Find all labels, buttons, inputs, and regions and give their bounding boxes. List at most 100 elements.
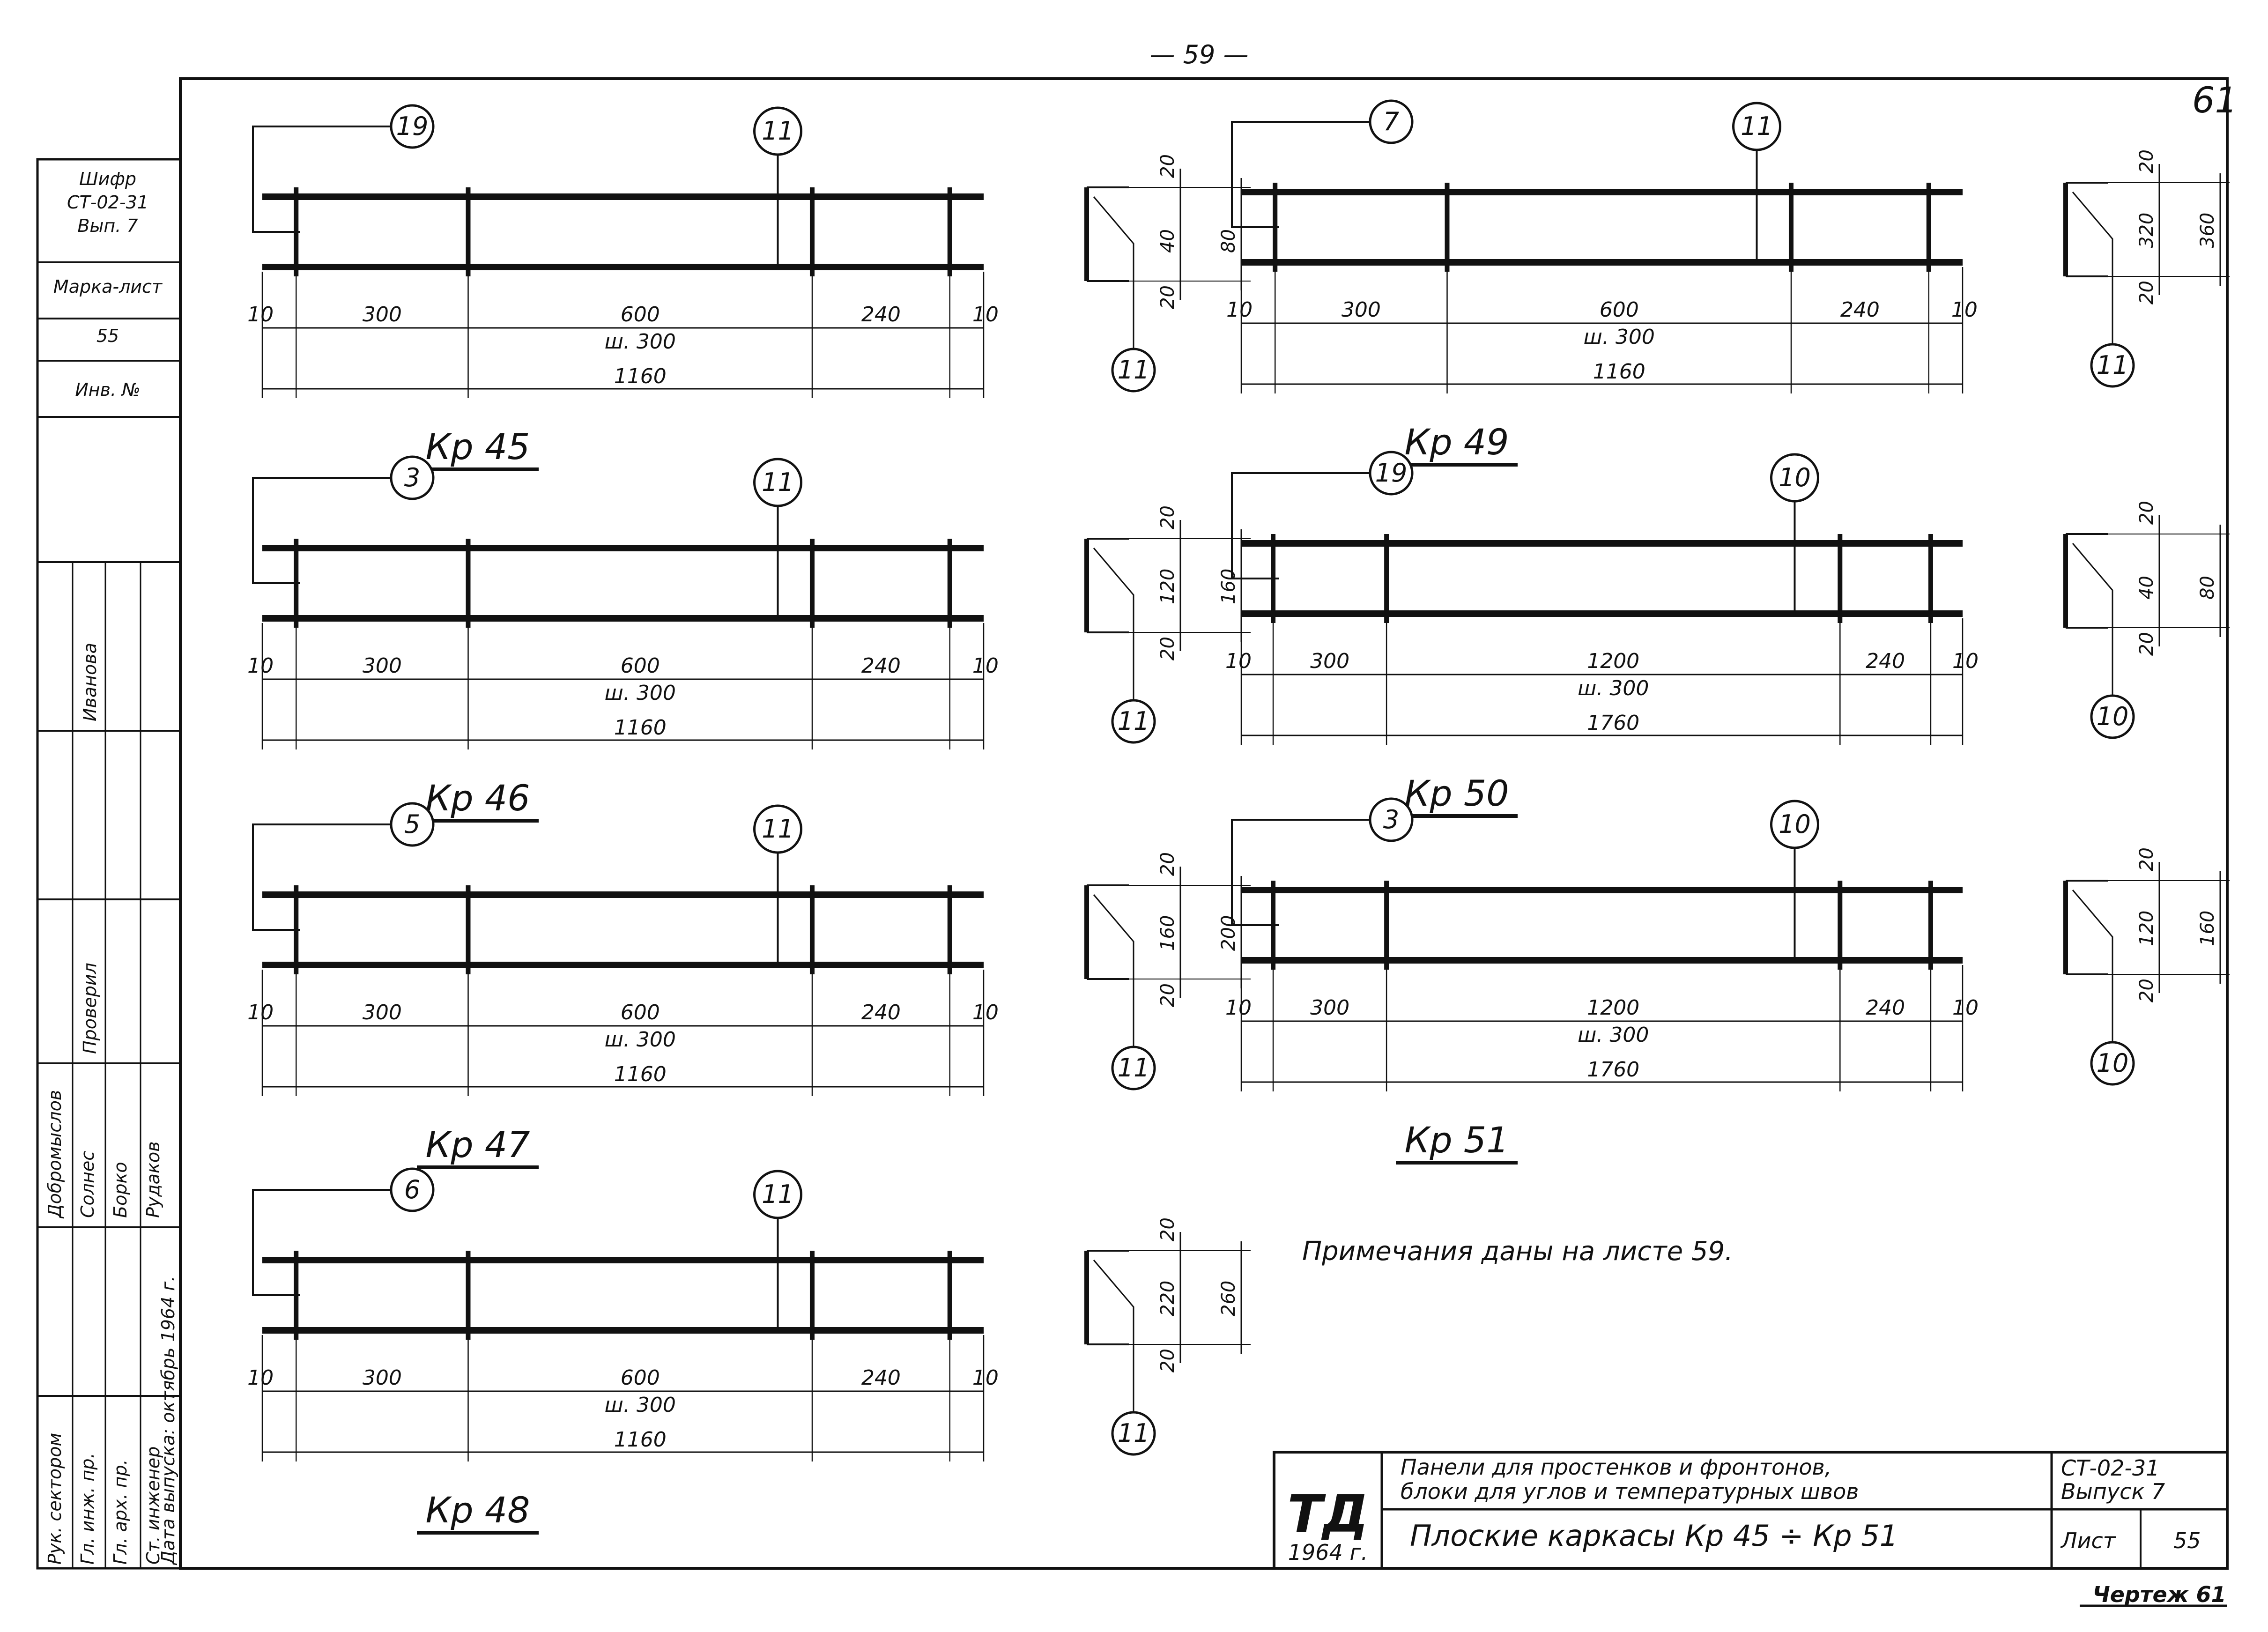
left-leader [252, 1189, 391, 1296]
dim-total: 1160 [614, 716, 667, 740]
handwritten-sheet-number: 61 [2192, 79, 2238, 121]
left-leader [1231, 472, 1370, 579]
mid-callout-number: 11 [762, 1179, 794, 1209]
staff-name-1: Добромыслов [44, 1090, 65, 1219]
left-callout-number: 6 [404, 1175, 420, 1204]
dim-value: 600 [621, 1001, 660, 1024]
dim-step: ш. 300 [605, 330, 676, 354]
mid-callout-number: 11 [762, 116, 794, 146]
dim-step: ш. 300 [1578, 676, 1649, 700]
section-dim-value: 120 [2136, 911, 2157, 946]
left-callout-number: 19 [396, 111, 429, 141]
checked-label: Проверил [80, 963, 100, 1054]
section-callout-circle [1111, 1411, 1156, 1456]
staff-role-2: Гл. инж. пр. [77, 1453, 98, 1565]
section-dim-value: 40 [2136, 576, 2157, 600]
section-dim-value: 40 [1157, 229, 1178, 253]
dim-value: 10 [1225, 996, 1252, 1020]
drawing-name: Плоские каркасы Кр 45 ÷ Кр 51 [1410, 1519, 1898, 1553]
frame-title: Кр 45 [425, 426, 530, 467]
dim-step: ш. 300 [1578, 1023, 1649, 1047]
dim-total: 1160 [1593, 360, 1645, 384]
staff-role-3: Гл. арх. пр. [110, 1459, 131, 1565]
section-total-value: 200 [1218, 915, 1239, 951]
section-total-value: 80 [1218, 229, 1239, 253]
mid-callout-number: 11 [1741, 111, 1773, 141]
dim-value: 1200 [1587, 996, 1639, 1020]
section-dim-value: 120 [1157, 569, 1178, 604]
left-callout-circle [390, 455, 435, 500]
section-callout-number: 11 [1118, 1418, 1150, 1448]
dim-value: 300 [1342, 298, 1381, 322]
frame-title: Кр 48 [425, 1489, 530, 1531]
dim-value: 240 [1866, 996, 1905, 1020]
frame-title: Кр 51 [1404, 1119, 1509, 1161]
mid-callout-number: 11 [762, 467, 794, 497]
note-text: Примечания даны на листе 59. [1302, 1236, 1733, 1267]
mid-callout-number: 10 [1779, 463, 1811, 492]
dim-value: 300 [1310, 996, 1349, 1020]
left-callout-number: 3 [1383, 805, 1399, 834]
section-dim-value: 320 [2136, 213, 2157, 248]
dim-value: 600 [621, 303, 660, 326]
release-date: Дата выпуска: октябрь 1964 г. [158, 1276, 178, 1565]
dim-total: 1760 [1587, 1058, 1639, 1082]
section-callout-circle [1111, 699, 1156, 744]
staff-role-4: Ст. инженер [143, 1447, 163, 1565]
left-callout-circle [390, 1167, 435, 1212]
sheet-number: 55 [2173, 1528, 2201, 1553]
staff-role-1: Рук. сектором [44, 1433, 65, 1565]
section-callout-number: 10 [2097, 702, 2129, 731]
left-callout-number: 5 [404, 809, 420, 839]
dim-value: 240 [1866, 649, 1905, 673]
dim-value: 300 [363, 303, 402, 326]
mid-callout-circle [753, 458, 803, 507]
section-total-value: 160 [2197, 911, 2218, 946]
section-callout-circle [2090, 694, 2135, 739]
section-callout-number: 11 [1118, 706, 1150, 736]
dim-value: 10 [1225, 649, 1252, 673]
dim-value: 10 [972, 1001, 999, 1024]
left-leader [252, 477, 391, 584]
dim-step: ш. 300 [1584, 325, 1655, 349]
title-block: ТД 1964 г. Панели для простенков и фронт… [1273, 1451, 2229, 1607]
section-leader [1093, 1260, 1134, 1415]
section-dim-value: 160 [1157, 915, 1178, 951]
section-dim-value: 20 [2136, 632, 2157, 656]
section-leader [2072, 890, 2113, 1045]
dim-value: 10 [972, 654, 999, 678]
section-callout-number: 11 [2097, 350, 2129, 380]
page-number: — 59 — [1149, 40, 1248, 69]
section-total-value: 260 [1218, 1281, 1239, 1316]
section-total-value: 80 [2197, 576, 2218, 600]
left-callout-circle [390, 802, 435, 847]
dim-total: 1160 [614, 364, 667, 388]
dim-value: 300 [363, 1001, 402, 1024]
executor-name: Иванова [80, 643, 100, 721]
section-total-value: 360 [2197, 213, 2218, 248]
section-total-value: 160 [1218, 569, 1239, 604]
section-dim-value: 20 [1157, 285, 1178, 309]
dim-value: 300 [363, 654, 402, 678]
dim-total: 1160 [614, 1428, 667, 1452]
series-code: СТ-02-31 [2061, 1455, 2159, 1481]
section-dim-value: 20 [1157, 154, 1178, 178]
frame-title: Кр 46 [425, 777, 530, 819]
section-dim-value: 20 [1157, 1217, 1178, 1241]
section-leader [1093, 548, 1134, 703]
dim-step: ш. 300 [605, 1028, 676, 1052]
dim-total: 1760 [1587, 711, 1639, 735]
mid-callout-number: 10 [1779, 809, 1811, 839]
dim-value: 10 [1226, 298, 1253, 322]
section-callout-circle [2090, 343, 2135, 388]
section-dim-value: 20 [2136, 281, 2157, 304]
title-year: 1964 г. [1288, 1540, 1368, 1565]
series-issue: Выпуск 7 [2061, 1479, 2165, 1504]
section-dim-value: 220 [1157, 1281, 1178, 1316]
section-callout-number: 10 [2097, 1048, 2129, 1078]
